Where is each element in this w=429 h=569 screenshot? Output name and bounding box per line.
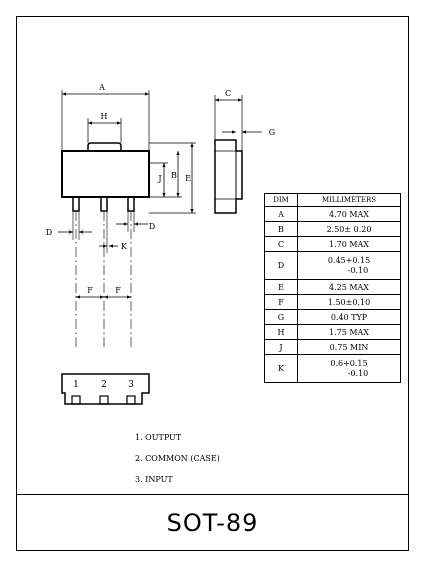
dim-label-e: E <box>185 174 191 183</box>
value-cell: 0.45+0.15 -0.10 <box>297 251 401 280</box>
dim-label-c: C <box>225 89 231 98</box>
value-cell: 4.70 MAX <box>297 206 401 222</box>
package-title: SOT-89 <box>166 508 259 537</box>
table-header-row: DIM MILLIMETERS <box>264 193 401 207</box>
value-cell: 0.6+0.15 -0.10 <box>297 354 401 383</box>
dimension-table: DIM MILLIMETERS A 4.70 MAX B 2.50± 0.20 … <box>264 193 401 383</box>
table-row: J 0.75 MIN <box>264 339 401 355</box>
tolerance-minus: -0.10 <box>347 265 369 275</box>
table-row: H 1.75 MAX <box>264 324 401 340</box>
dim-cell: F <box>264 294 298 310</box>
dim-label-h: H <box>101 112 108 121</box>
dim-label-f-right: F <box>115 286 121 295</box>
dim-cell: G <box>264 309 298 325</box>
pin-legend-item: 3. INPUT <box>135 475 173 484</box>
tolerance-minus: -0.10 <box>347 368 369 378</box>
lead-1 <box>72 196 80 212</box>
header-dim: DIM <box>264 193 298 207</box>
header-millimeters: MILLIMETERS <box>297 193 401 207</box>
dim-label-g: G <box>269 128 275 137</box>
dim-cell: A <box>264 206 298 222</box>
pad-2 <box>99 395 109 405</box>
bottom-view-body <box>61 373 150 405</box>
dim-label-a: A <box>98 83 105 92</box>
dim-label-d-right: D <box>149 222 155 231</box>
pin-number-3: 3 <box>128 380 134 390</box>
table-row: G 0.40 TYP <box>264 309 401 325</box>
pin-legend-item: 2. COMMON (CASE) <box>135 454 220 463</box>
pin-number-1: 1 <box>73 380 79 390</box>
value-cell: 4.25 MAX <box>297 279 401 295</box>
table-row: A 4.70 MAX <box>264 206 401 222</box>
pad-3 <box>126 395 136 405</box>
value-cell: 1.70 MAX <box>297 236 401 252</box>
dim-label-b: B <box>171 171 177 180</box>
dim-cell: D <box>264 251 298 280</box>
pin-legend: 1. OUTPUT 2. COMMON (CASE) 3. INPUT <box>135 427 220 490</box>
value-cell: 2.50± 0.20 <box>297 221 401 237</box>
top-view-body <box>61 150 150 198</box>
lead-2 <box>100 196 108 212</box>
pin-legend-item: 1. OUTPUT <box>135 433 182 442</box>
value-cell: 0.75 MIN <box>297 339 401 355</box>
dim-cell: E <box>264 279 298 295</box>
dim-cell: H <box>264 324 298 340</box>
table-row: K 0.6+0.15 -0.10 <box>264 354 401 383</box>
value-cell: 0.40 TYP <box>297 309 401 325</box>
title-divider <box>16 494 409 495</box>
dim-label-k: K <box>121 242 128 251</box>
value-cell: 1.50±0.10 <box>297 294 401 310</box>
tolerance-plus: 0.45+0.15 <box>327 255 371 265</box>
tolerance-plus: 0.6+0.15 <box>330 358 368 368</box>
lead-3 <box>127 196 135 212</box>
top-view-tab <box>87 142 122 151</box>
dim-label-j: J <box>157 174 161 183</box>
dim-cell: C <box>264 236 298 252</box>
value-cell: 1.75 MAX <box>297 324 401 340</box>
dim-label-f-left: F <box>87 286 93 295</box>
dim-label-d-left: D <box>46 228 52 237</box>
table-row: B 2.50± 0.20 <box>264 221 401 237</box>
dim-cell: B <box>264 221 298 237</box>
table-row: F 1.50±0.10 <box>264 294 401 310</box>
table-row: C 1.70 MAX <box>264 236 401 252</box>
pad-1 <box>71 395 81 405</box>
dim-cell: K <box>264 354 298 383</box>
dim-cell: J <box>264 339 298 355</box>
table-row: D 0.45+0.15 -0.10 <box>264 251 401 280</box>
pin-number-2: 2 <box>101 380 107 390</box>
drawing-frame <box>16 16 409 551</box>
table-row: E 4.25 MAX <box>264 279 401 295</box>
